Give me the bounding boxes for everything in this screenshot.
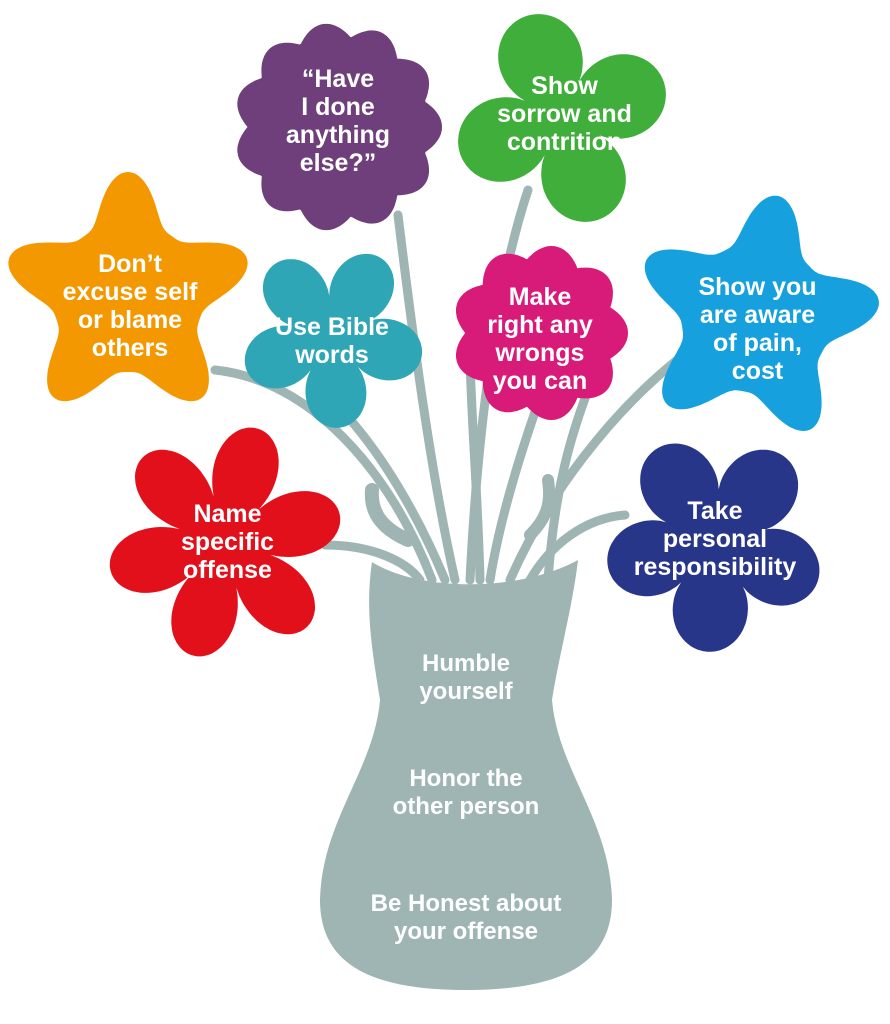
- show-aware-label-line: cost: [731, 357, 784, 385]
- vase-text-line: Honor the: [409, 765, 523, 792]
- have-i-done-label-line: I done: [301, 93, 375, 121]
- leaf-left: [364, 483, 415, 547]
- dont-excuse-label-line: Don’t: [98, 250, 162, 278]
- make-right-label-line: wrongs: [495, 339, 585, 367]
- show-aware-flower-icon: [644, 195, 879, 431]
- name-offense-flower-icon: [109, 427, 341, 657]
- vase-text-line: Be Honest about: [370, 890, 562, 917]
- take-responsibility-flower-icon: [607, 443, 820, 652]
- show-aware-label-line: are aware: [699, 301, 816, 329]
- dont-excuse-flower-icon: [8, 172, 248, 402]
- stem-magenta: [485, 407, 540, 585]
- use-bible-label-line: words: [295, 341, 369, 369]
- vase-text-line: your offense: [393, 917, 539, 945]
- show-aware-label-line: Show you: [698, 273, 817, 301]
- use-bible-flower-icon: [244, 253, 423, 428]
- make-right-flower-icon: [456, 246, 628, 420]
- vase: [320, 560, 612, 990]
- dont-excuse-label-line: others: [91, 334, 169, 362]
- use-bible-label-line: Use Bible: [275, 313, 389, 341]
- vase-text-line: yourself: [419, 677, 513, 705]
- show-sorrow-label-line: Show: [531, 72, 598, 100]
- take-responsibility-label-line: personal: [662, 525, 768, 553]
- name-offense-label-line: Name: [193, 500, 262, 528]
- show-sorrow-label-line: sorrow and: [497, 100, 632, 128]
- dont-excuse-label-line: or blame: [77, 306, 183, 334]
- stem-extra-mid: [465, 355, 485, 585]
- take-responsibility-label-line: Take: [687, 497, 743, 525]
- stem-navy: [525, 510, 630, 585]
- name-offense-label-line: specific: [180, 528, 275, 556]
- stem-blue: [505, 345, 695, 585]
- show-sorrow-flower-icon: [458, 14, 666, 222]
- vase-text-line: other person: [392, 792, 540, 820]
- leaf-right: [524, 474, 555, 541]
- have-i-done-flower-icon: [237, 23, 442, 231]
- have-i-done-label-line: “Have: [301, 65, 375, 93]
- make-right-label-line: Make: [508, 283, 572, 311]
- stem-purple: [393, 210, 460, 585]
- show-aware-label-line: of pain,: [713, 329, 802, 357]
- flowers: [8, 14, 879, 657]
- stem-red: [320, 540, 425, 585]
- have-i-done-label-line: anything: [285, 121, 391, 149]
- have-i-done-label-line: else?”: [299, 149, 377, 177]
- vase-text-line: Humble: [421, 650, 510, 677]
- make-right-label-line: you can: [492, 367, 588, 395]
- make-right-label-line: right any: [487, 311, 593, 339]
- dont-excuse-label-line: excuse self: [62, 278, 198, 306]
- take-responsibility-label-line: responsibility: [633, 553, 797, 581]
- name-offense-label-line: offense: [183, 556, 272, 584]
- show-sorrow-label-line: contrition: [506, 128, 623, 156]
